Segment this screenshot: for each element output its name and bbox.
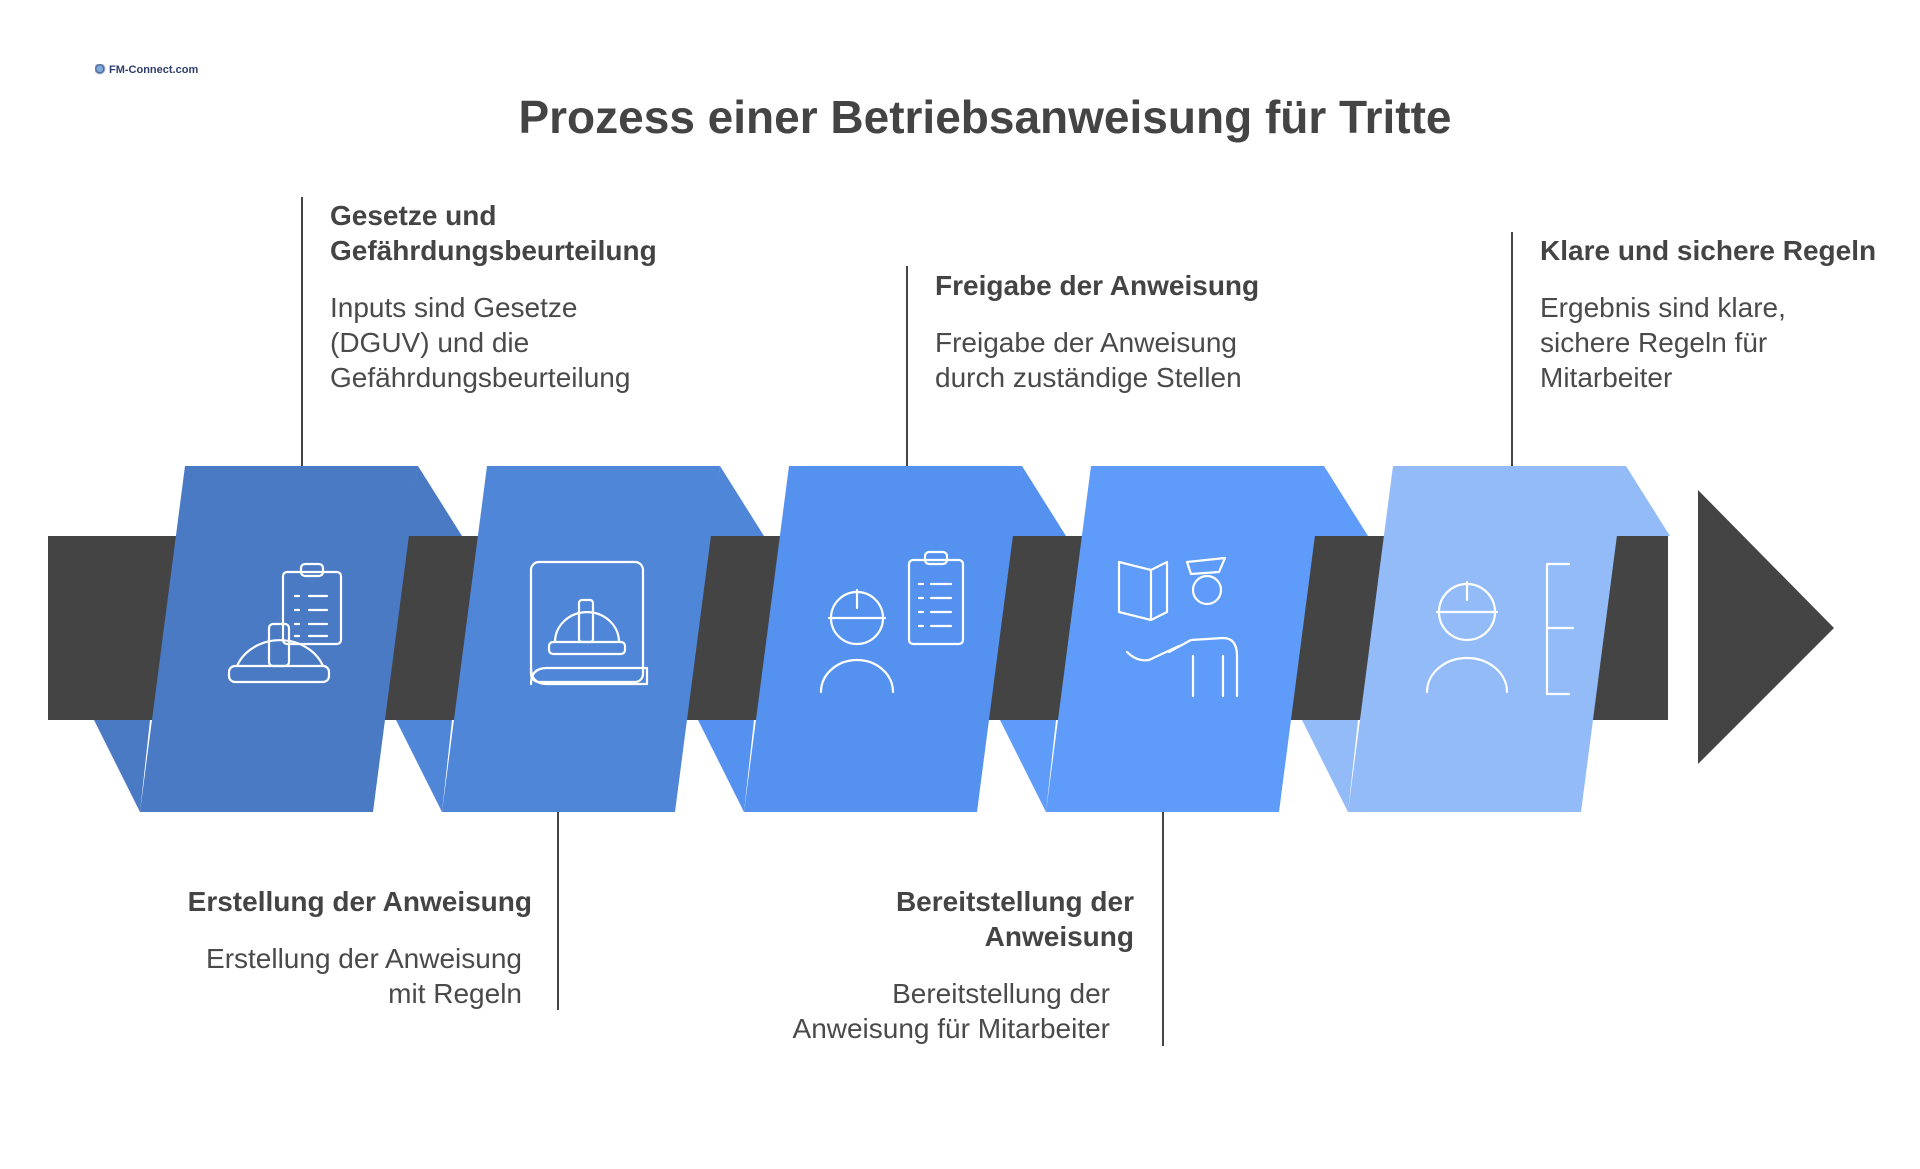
- step-5-fold-top: [1616, 466, 1670, 536]
- step-1-heading-line: Gefährdungsbeurteilung: [330, 235, 657, 266]
- step-4-fold-top: [1314, 466, 1368, 536]
- step-3-description-line: Freigabe der Anweisung: [935, 327, 1237, 358]
- step-4-panel: [1046, 466, 1324, 812]
- step-5-heading-line: Klare und sichere Regeln: [1540, 235, 1877, 266]
- step-5-description: Ergebnis sind klare, sichere Regeln für …: [1540, 290, 1876, 395]
- step-1-description-line: (DGUV) und die: [330, 327, 530, 358]
- officer-document-icon: [1117, 556, 1239, 698]
- step-2-panel: [442, 466, 720, 812]
- step-5-description-line: Ergebnis sind klare,: [1540, 292, 1786, 323]
- step-2-description-line: Erstellung der Anweisung: [206, 943, 522, 974]
- logo-text: FM-Connect.com: [109, 64, 199, 76]
- step-3-heading: Freigabe der Anweisung: [935, 268, 1259, 303]
- safety-book-icon: [529, 560, 649, 686]
- step-5-panel: [1348, 466, 1626, 812]
- step-3-label: Freigabe der Anweisung Freigabe der Anwe…: [935, 268, 1259, 395]
- step-4-description: Bereitstellung der Anweisung für Mitarbe…: [793, 976, 1110, 1046]
- step-3-heading-line: Freigabe der Anweisung: [935, 270, 1260, 301]
- step-1-description-line: Gefährdungsbeurteilung: [330, 362, 631, 393]
- step-3-panel: [744, 466, 1022, 812]
- step-5-description-line: sichere Regeln für: [1540, 327, 1768, 358]
- step-1-fold-bottom: [94, 720, 150, 812]
- step-1-heading: Gesetze und Gefährdungsbeurteilung: [330, 198, 657, 268]
- worker-rules-icon: [1425, 562, 1575, 696]
- step-2-description: Erstellung der Anweisung mit Regeln: [188, 941, 522, 1011]
- step-4-heading-line: Bereitstellung der: [895, 886, 1134, 917]
- step-1-description-line: Inputs sind Gesetze: [330, 292, 578, 323]
- step-4-heading-line: Anweisung: [984, 921, 1134, 952]
- step-2-label: Erstellung der Anweisung Erstellung der …: [188, 884, 532, 1011]
- step-1-fold-top: [408, 466, 462, 536]
- step-2-description-line: mit Regeln: [388, 978, 522, 1009]
- step-5-description-line: Mitarbeiter: [1540, 362, 1673, 393]
- step-4-description-line: Bereitstellung der: [892, 978, 1110, 1009]
- diagram-title: Prozess einer Betriebsanweisung für Trit…: [518, 91, 1452, 143]
- step-2-heading-line: Erstellung der Anweisung: [187, 886, 532, 917]
- step-2-fold-top: [710, 466, 764, 536]
- step-3-description-line: durch zuständige Stellen: [935, 362, 1242, 393]
- step-1-description: Inputs sind Gesetze (DGUV) und die Gefäh…: [330, 290, 657, 395]
- step-4-heading: Bereitstellung der Anweisung: [793, 884, 1134, 954]
- step-1-label: Gesetze und Gefährdungsbeurteilung Input…: [330, 198, 657, 395]
- step-2-fold-bottom: [396, 720, 452, 812]
- step-4-description-line: Anweisung für Mitarbeiter: [792, 1013, 1110, 1044]
- step-3-description: Freigabe der Anweisung durch zuständige …: [935, 325, 1259, 395]
- hardhat-clipboard-icon: [227, 562, 343, 684]
- logo-mark-icon: [95, 64, 107, 77]
- step-5-fold-bottom: [1302, 720, 1358, 812]
- step-5-label: Klare und sichere Regeln Ergebnis sind k…: [1540, 233, 1876, 395]
- step-4-fold-bottom: [1000, 720, 1056, 812]
- worker-clipboard-icon: [819, 550, 965, 694]
- step-4-label: Bereitstellung der Anweisung Bereitstell…: [793, 884, 1134, 1046]
- step-1-panel: [140, 466, 418, 812]
- step-3-fold-bottom: [698, 720, 754, 812]
- step-5-heading: Klare und sichere Regeln: [1540, 233, 1876, 268]
- step-1-heading-line: Gesetze und: [330, 200, 497, 231]
- step-2-heading: Erstellung der Anweisung: [188, 884, 532, 919]
- logo: FM-Connect.com: [95, 64, 199, 77]
- step-3-fold-top: [1012, 466, 1066, 536]
- process-arrow-head: [1698, 490, 1834, 764]
